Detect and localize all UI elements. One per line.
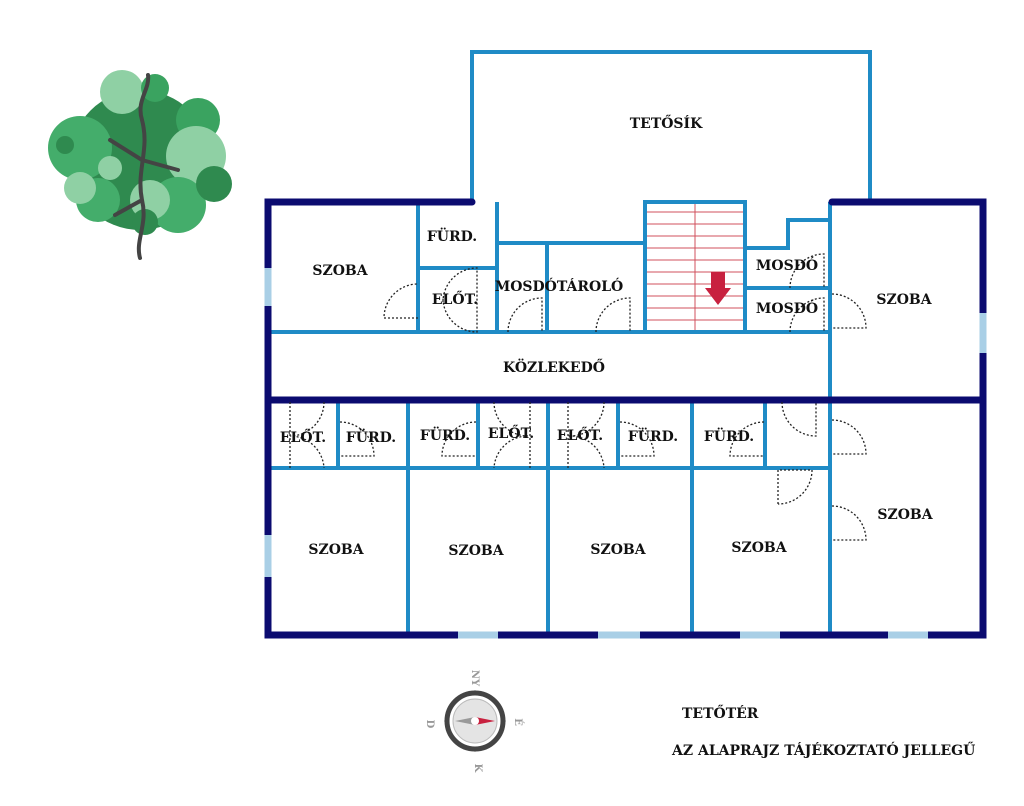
- room-label: ELŐT.: [557, 426, 603, 444]
- compass-south: K: [472, 764, 483, 773]
- room-label: FÜRD.: [704, 426, 754, 445]
- room-label: FÜRD.: [346, 427, 396, 446]
- room-label: SZOBA: [590, 542, 646, 558]
- inner-walls: [268, 200, 832, 635]
- room-label: SZOBA: [877, 507, 933, 523]
- room-label: SZOBA: [731, 540, 787, 556]
- compass-east: É: [512, 718, 524, 726]
- compass-west: D: [424, 720, 435, 729]
- room-label: FÜRD.: [420, 425, 470, 444]
- room-label: ELŐT.: [280, 428, 326, 446]
- room-label: ELŐT.: [488, 424, 534, 442]
- room-label: FÜRD.: [427, 226, 477, 245]
- compass-north: NY: [469, 670, 480, 687]
- floor-name: TETŐTÉR: [682, 706, 759, 722]
- outer-walls: [264, 198, 987, 639]
- room-label: MOSDÓ: [756, 256, 818, 274]
- room-label: SZOBA: [308, 542, 364, 558]
- roof-outline: [470, 50, 872, 202]
- staircase: [647, 204, 743, 333]
- room-label: MOSDÓ: [756, 299, 818, 317]
- doors: [289, 253, 867, 541]
- room-label: TETŐSÍK: [630, 114, 703, 132]
- stair-down-arrow-icon: [705, 272, 731, 305]
- room-label: SZOBA: [876, 292, 932, 308]
- room-label: SZOBA: [312, 263, 368, 279]
- room-label: ELŐT.: [432, 290, 478, 308]
- room-label: KÖZLEKEDŐ: [503, 357, 605, 376]
- room-label: SZOBA: [448, 543, 504, 559]
- disclaimer: AZ ALAPRAJZ TÁJÉKOZTATÓ JELLEGŰ: [672, 743, 976, 759]
- tree-icon: [48, 70, 232, 260]
- room-label: MOSDÓTÁROLÓ: [495, 277, 624, 295]
- compass-icon: NY K D É: [424, 670, 524, 773]
- room-label: FÜRD.: [628, 426, 678, 445]
